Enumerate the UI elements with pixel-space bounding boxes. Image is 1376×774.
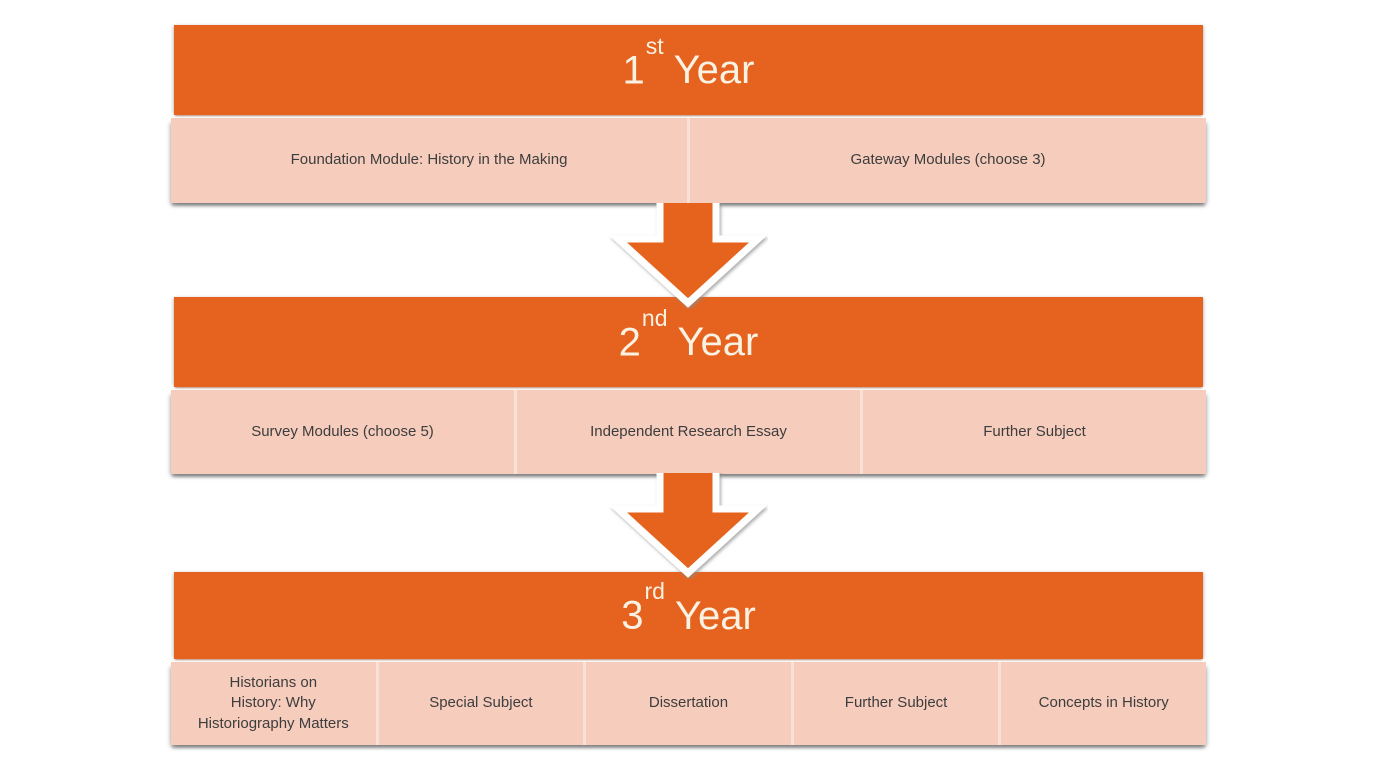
module-cell-further-subject: Further Subject [793, 662, 999, 745]
year-number: 1 [622, 48, 645, 93]
year-1-header: 1stYear [174, 25, 1203, 115]
year-1-modules-row: Foundation Module: History in the Making… [171, 118, 1206, 203]
module-cell-dissertation: Dissertation [586, 662, 791, 745]
year-number: 2 [618, 320, 641, 365]
year-ordinal-suffix: rd [644, 578, 665, 605]
year-label: Year [674, 593, 756, 638]
year-ordinal-suffix: nd [641, 304, 668, 331]
module-cell-gateway: Gateway Modules (choose 3) [690, 118, 1206, 203]
year-1-section: 1stYear Foundation Module: History in th… [171, 25, 1206, 203]
year-label: Year [673, 48, 755, 93]
year-3-title: 3rdYear [621, 580, 756, 638]
module-cell-research-essay: Independent Research Essay [517, 390, 860, 474]
year-label: Year [677, 320, 759, 365]
year-2-title: 2ndYear [618, 306, 759, 365]
down-arrow-icon [608, 473, 768, 578]
module-cell-historians-on-history: Historians on History: Why Historiograph… [171, 662, 376, 745]
year-3-section: 3rdYear Historians on History: Why Histo… [171, 572, 1206, 745]
module-cell-further-subject: Further Subject [863, 390, 1206, 474]
year-2-modules-row: Survey Modules (choose 5) Independent Re… [171, 390, 1206, 474]
year-2-header: 2ndYear [174, 297, 1203, 387]
year-number: 3 [621, 593, 644, 638]
module-cell-foundation: Foundation Module: History in the Making [171, 118, 687, 203]
down-arrow-icon [608, 203, 768, 308]
module-cell-special-subject: Special Subject [378, 662, 584, 745]
year-2-section: 2ndYear Survey Modules (choose 5) Indepe… [171, 297, 1206, 474]
year-ordinal-suffix: st [645, 32, 664, 59]
year-1-title: 1stYear [622, 34, 755, 93]
year-3-modules-row: Historians on History: Why Historiograph… [171, 662, 1206, 745]
year-3-header: 3rdYear [174, 572, 1203, 659]
module-cell-concepts-in-history: Concepts in History [1001, 662, 1206, 745]
module-cell-survey: Survey Modules (choose 5) [171, 390, 514, 474]
